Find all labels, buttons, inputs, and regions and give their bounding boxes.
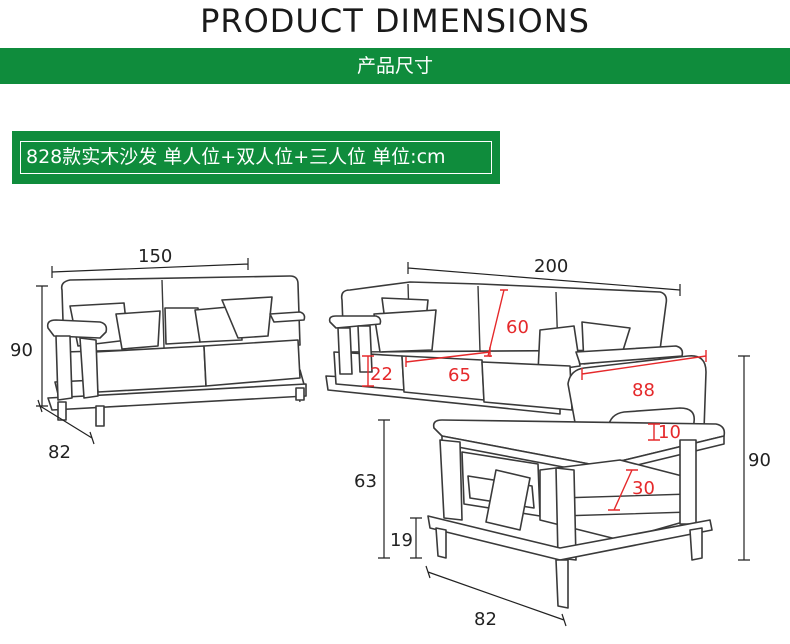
section-banner: 产品尺寸 (0, 48, 790, 84)
armchair-depth-label: 82 (474, 609, 497, 630)
armchair-leg-height-label: 19 (390, 530, 413, 551)
armchair-backrest-label: 30 (632, 478, 655, 499)
three-seater-cushion-label: 22 (370, 364, 393, 385)
loveseat-dimensions (36, 258, 249, 445)
armchair-drawing (427, 355, 726, 609)
page-title: PRODUCT DIMENSIONS (200, 2, 590, 40)
three-seater-drawing (325, 281, 684, 415)
loveseat-depth-label: 82 (48, 442, 71, 463)
armchair-armrest-label: 10 (658, 422, 681, 443)
loveseat-drawing (46, 275, 307, 427)
three-seater-back-height-label: 60 (506, 317, 529, 338)
armchair-width-label: 88 (632, 380, 655, 401)
loveseat-width-label: 150 (138, 246, 172, 267)
spec-box: 828款实木沙发 单人位+双人位+三人位 单位:cm (12, 131, 500, 184)
armchair-seat-height-label: 63 (354, 471, 377, 492)
loveseat-height-label: 90 (10, 340, 33, 361)
spec-text: 828款实木沙发 单人位+双人位+三人位 单位:cm (20, 141, 492, 174)
armchair-height-label: 90 (748, 450, 771, 471)
right-dimensions (378, 262, 750, 627)
three-seater-seat-depth-label: 65 (448, 365, 471, 386)
red-dimensions (362, 289, 707, 511)
three-seater-width-label: 200 (534, 256, 568, 277)
